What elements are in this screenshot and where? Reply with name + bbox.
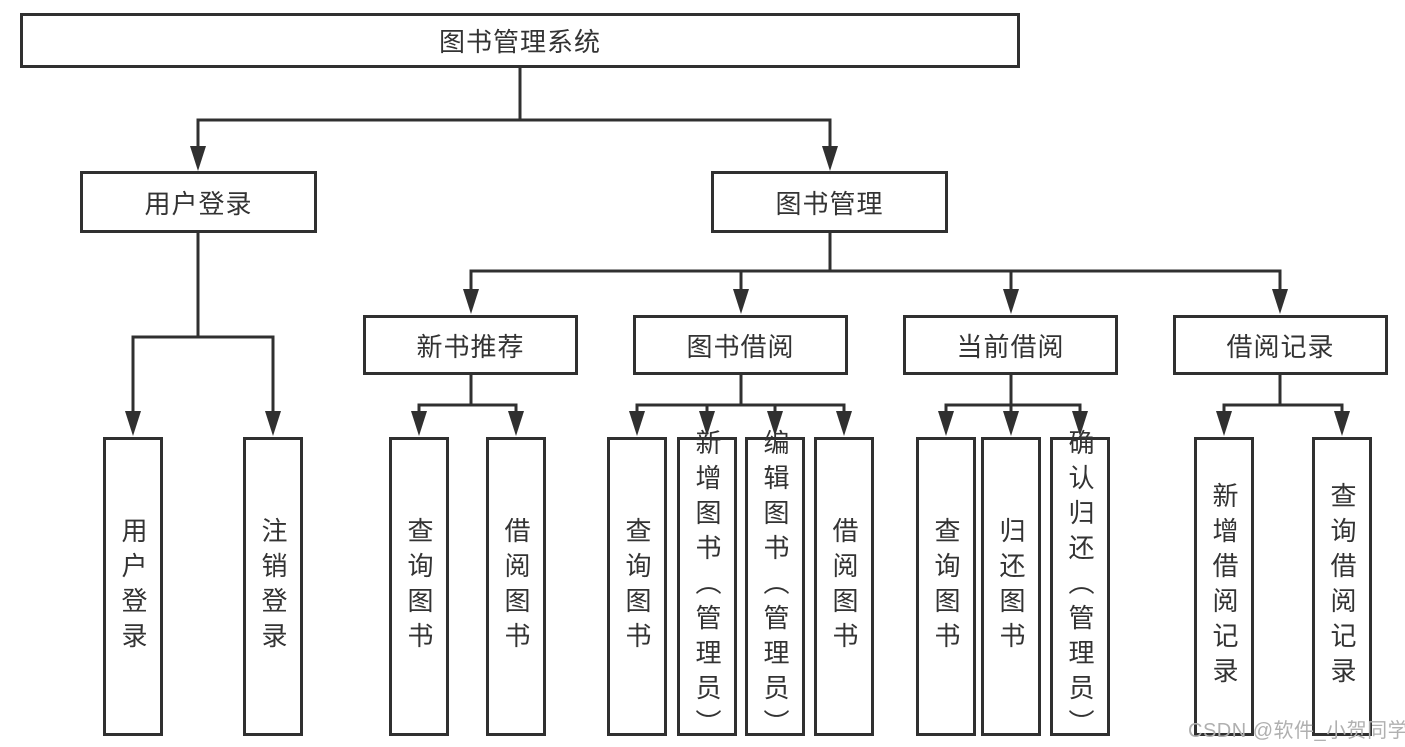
node-newbook-borrow-book: 借阅图书 [486, 437, 546, 736]
node-new-book-recommend-label: 新书推荐 [416, 331, 525, 362]
node-record-add-record-label: 新增借阅记录 [1209, 481, 1239, 692]
node-current-confirm-return-admin-label: 确认归还（管理员） [1065, 429, 1095, 744]
node-user-login-label: 用户登录 [118, 516, 148, 657]
node-book-management-label: 图书管理 [775, 188, 884, 219]
node-user-login-group-label: 用户登录 [144, 188, 253, 219]
node-current-return-book: 归还图书 [981, 437, 1041, 736]
node-newbook-borrow-book-label: 借阅图书 [501, 516, 531, 657]
node-current-confirm-return-admin: 确认归还（管理员） [1050, 429, 1110, 744]
connectors-current-borrow [938, 375, 1088, 436]
node-current-borrow-label: 当前借阅 [956, 331, 1065, 362]
node-borrow-add-book-admin: 新增图书（管理员） [677, 429, 737, 744]
node-root-label: 图书管理系统 [438, 27, 601, 57]
node-borrow-query-book-label: 查询图书 [622, 516, 652, 657]
node-borrow-query-book: 查询图书 [607, 437, 667, 736]
connectors-book-borrow [629, 375, 852, 436]
node-current-borrow: 当前借阅 [903, 315, 1118, 375]
node-current-return-book-label: 归还图书 [996, 516, 1026, 657]
node-newbook-query-book: 查询图书 [389, 437, 449, 736]
node-borrow-record: 借阅记录 [1173, 315, 1388, 375]
node-borrow-edit-book-admin-label: 编辑图书（管理员） [760, 429, 790, 744]
node-user-login-group: 用户登录 [80, 171, 317, 233]
connectors-root-to-level2 [190, 68, 838, 171]
node-record-query-record: 查询借阅记录 [1312, 437, 1372, 736]
node-book-management: 图书管理 [711, 171, 948, 233]
node-book-borrow: 图书借阅 [633, 315, 848, 375]
connectors-user-login-group [125, 233, 281, 436]
node-user-login: 用户登录 [103, 437, 163, 736]
node-root: 图书管理系统 [20, 13, 1020, 68]
node-current-query-book: 查询图书 [916, 437, 976, 736]
node-borrow-borrow-book-label: 借阅图书 [829, 516, 859, 657]
node-record-query-record-label: 查询借阅记录 [1327, 481, 1357, 692]
node-newbook-query-book-label: 查询图书 [404, 516, 434, 657]
node-borrow-add-book-admin-label: 新增图书（管理员） [692, 429, 722, 744]
connectors-borrow-record [1216, 375, 1350, 436]
node-borrow-edit-book-admin: 编辑图书（管理员） [745, 429, 805, 744]
node-new-book-recommend: 新书推荐 [363, 315, 578, 375]
connectors-book-management-to-level3 [463, 233, 1288, 314]
node-borrow-record-label: 借阅记录 [1226, 331, 1335, 362]
node-logout-label: 注销登录 [258, 516, 288, 657]
csdn-watermark: CSDN @软件_小贺同学 [1188, 720, 1405, 742]
node-current-query-book-label: 查询图书 [931, 516, 961, 657]
node-record-add-record: 新增借阅记录 [1194, 437, 1254, 736]
node-logout: 注销登录 [243, 437, 303, 736]
connectors-new-book-recommend [411, 375, 524, 436]
node-book-borrow-label: 图书借阅 [686, 331, 795, 362]
node-borrow-borrow-book: 借阅图书 [814, 437, 874, 736]
